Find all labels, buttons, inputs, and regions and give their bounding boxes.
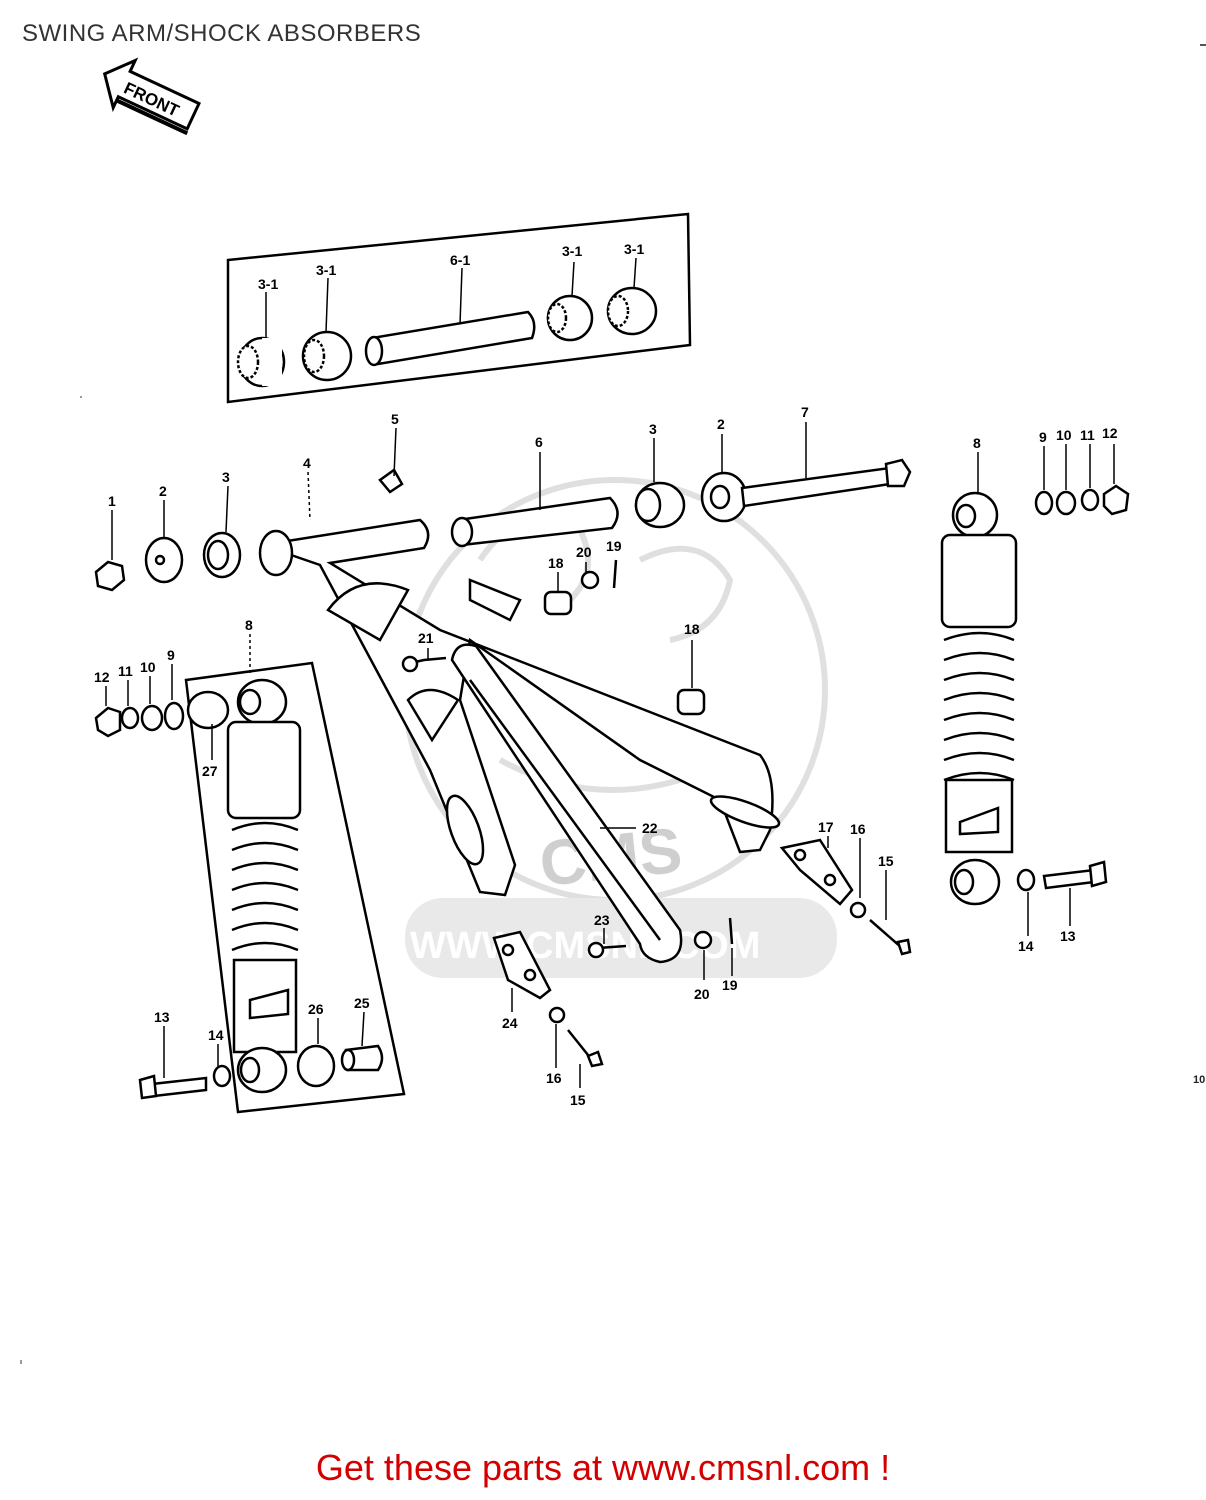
callout-9: 9 (167, 647, 175, 663)
callout-24: 24 (502, 1015, 518, 1031)
pivot-parts (94, 458, 912, 592)
scan-speck (20, 1360, 22, 1364)
grease-nipple-icon (378, 468, 404, 494)
callout-18: 18 (548, 555, 564, 571)
chain-guard (450, 643, 683, 964)
callout-16: 16 (850, 821, 866, 837)
shock-absorber-left (94, 661, 406, 1114)
callout-6: 6 (535, 434, 543, 450)
nut-icon (94, 560, 126, 592)
callout-9: 9 (1039, 429, 1047, 445)
callout-16: 16 (546, 1070, 562, 1086)
swing-arm (258, 518, 781, 897)
callout-14: 14 (208, 1027, 224, 1043)
callout-22: 22 (642, 820, 658, 836)
callout-3-1: 3-1 (624, 241, 644, 257)
callout-13: 13 (1060, 928, 1076, 944)
callout-1: 1 (108, 493, 116, 509)
callout-3: 3 (222, 469, 230, 485)
callout-8: 8 (973, 435, 981, 451)
needle-bearing-icon (301, 330, 353, 382)
needle-bearing-icon (236, 336, 286, 388)
callout-21: 21 (418, 630, 434, 646)
callout-3-1: 3-1 (258, 276, 278, 292)
bearing-inset (226, 212, 692, 404)
callout-4: 4 (303, 455, 311, 471)
callout-20: 20 (694, 986, 710, 1002)
callout-23: 23 (594, 912, 610, 928)
callout-12: 12 (1102, 425, 1118, 441)
needle-bearing-icon (606, 286, 658, 336)
center-small-parts (401, 559, 734, 959)
callout-13: 13 (154, 1009, 170, 1025)
callout-6-1: 6-1 (450, 252, 470, 268)
callout-10: 10 (1056, 427, 1072, 443)
callout-10: 10 (140, 659, 156, 675)
callout-20: 20 (576, 544, 592, 560)
page-title: SWING ARM/SHOCK ABSORBERS (22, 20, 422, 47)
needle-bearing-icon (546, 294, 594, 342)
callout-17: 17 (818, 819, 834, 835)
callout-7: 7 (801, 404, 809, 420)
callout-26: 26 (308, 1001, 324, 1017)
sleeve-icon (456, 496, 619, 547)
callout-19: 19 (722, 977, 738, 993)
callout-12: 12 (94, 669, 110, 685)
callout-27: 27 (202, 763, 218, 779)
scan-speck (80, 396, 82, 398)
callout-2: 2 (717, 416, 725, 432)
pivot-bolt-icon (740, 466, 892, 508)
shock-absorber-right (940, 484, 1130, 906)
torque-link (492, 838, 912, 1068)
callout-labels: 3-1 3-1 6-1 3-1 3-1 1 2 3 4 5 6 3 2 7 8 … (94, 241, 1118, 1108)
callout-14: 14 (1018, 938, 1034, 954)
page-corner-mark (1200, 44, 1206, 46)
callout-5: 5 (391, 411, 399, 427)
parts-diagram: CMS WWW.CMSNL.COM FRONT (94, 57, 1130, 1114)
page-number: 10 (1193, 1074, 1206, 1086)
callout-8: 8 (245, 617, 253, 633)
callout-2: 2 (159, 483, 167, 499)
callout-19: 19 (606, 538, 622, 554)
callout-25: 25 (354, 995, 370, 1011)
callout-3-1: 3-1 (316, 262, 336, 278)
front-arrow-icon: FRONT (102, 57, 201, 136)
leader-lines (105, 257, 1115, 1088)
callout-3-1: 3-1 (562, 243, 582, 259)
callout-15: 15 (570, 1092, 586, 1108)
cmsnl-promo-link[interactable]: Get these parts at www.cmsnl.com ! (315, 1447, 891, 1488)
callout-11: 11 (118, 663, 133, 679)
callout-11: 11 (1080, 427, 1095, 443)
sleeve-tube-icon (364, 310, 536, 367)
callout-18: 18 (684, 621, 700, 637)
callout-15: 15 (878, 853, 894, 869)
callout-3: 3 (649, 421, 657, 437)
